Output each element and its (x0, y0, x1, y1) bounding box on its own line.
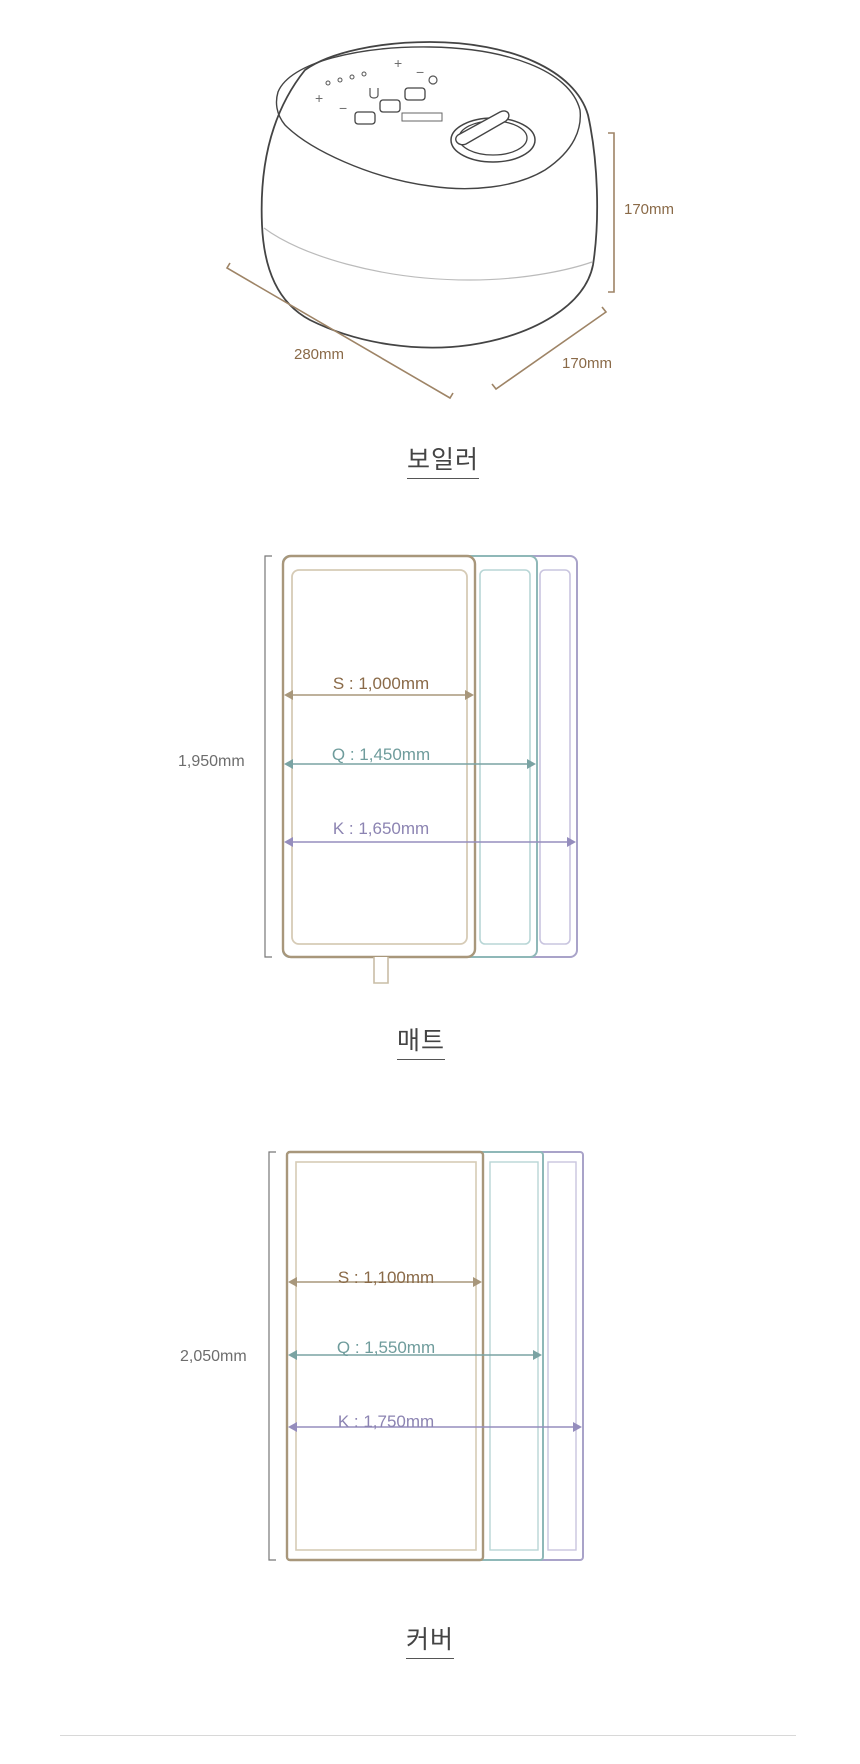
boiler-indicator (325, 80, 331, 86)
cover-q-arrowhead-left (288, 1350, 297, 1360)
mat-height-label: 1,950mm (178, 753, 245, 770)
cover-height-label: 2,050mm (180, 1348, 247, 1365)
boiler-plus-symbol-left: + (315, 90, 324, 106)
mat-cord (373, 957, 389, 984)
mat-king-inner (539, 569, 571, 945)
cover-queen-width-label: Q : 1,550mm (336, 1338, 436, 1357)
mat-k-arrowhead-left (284, 837, 293, 847)
mat-q-arrowhead-left (284, 759, 293, 769)
cover-single-outline (285, 1150, 485, 1562)
cover-single-width-label: S : 1,100mm (337, 1268, 435, 1287)
boiler-indicator (349, 74, 355, 80)
cover-king-inner (547, 1161, 577, 1551)
mat-queen-inner (479, 569, 531, 945)
cover-queen-inner (489, 1161, 539, 1551)
boiler-drawing (225, 41, 615, 400)
boiler-button-3 (404, 87, 426, 101)
boiler-plus-symbol-right: + (394, 55, 403, 71)
cover-k-arrowhead-left (288, 1422, 297, 1432)
cover-q-arrowhead-right (533, 1350, 542, 1360)
boiler-u-mark (369, 88, 379, 99)
mat-caption: 매트 (396, 1021, 446, 1060)
boiler-width-line (225, 262, 454, 400)
cover-k-arrowhead-right (573, 1422, 582, 1432)
boiler-minus-symbol-left: − (339, 100, 348, 116)
cover-s-arrowhead-right (473, 1277, 482, 1287)
boiler-caption: 보일러 (406, 440, 480, 479)
mat-q-arrowhead-right (527, 759, 536, 769)
boiler-button-2 (379, 99, 401, 113)
mat-drawing (264, 554, 578, 984)
cover-caption: 커버 (405, 1620, 455, 1659)
cover-s-arrowhead-left (288, 1277, 297, 1287)
mat-single-width-label: S : 1,000mm (332, 674, 430, 693)
boiler-body (260, 41, 599, 349)
boiler-width-label: 280mm (294, 346, 345, 363)
boiler-power-icon (428, 75, 438, 85)
boiler-band-line (263, 227, 593, 281)
cover-drawing (268, 1150, 584, 1562)
boiler-indicator (337, 77, 343, 83)
boiler-knob-handle (455, 110, 510, 146)
boiler-indicator (361, 71, 367, 77)
cover-king-width-label: K : 1,750mm (337, 1412, 435, 1431)
mat-queen-width-label: Q : 1,450mm (331, 745, 431, 764)
mat-king-width-label: K : 1,650mm (332, 819, 430, 838)
mat-k-arrowhead-right (567, 837, 576, 847)
mat-height-line (264, 555, 272, 958)
boiler-height-label: 170mm (624, 201, 675, 218)
boiler-top-panel (275, 46, 582, 190)
boiler-button-1 (354, 111, 376, 125)
boiler-height-line (608, 132, 615, 293)
boiler-display (401, 112, 443, 122)
boiler-depth-line (491, 306, 608, 391)
mat-s-arrowhead-right (465, 690, 474, 700)
boiler-depth-label: 170mm (562, 355, 613, 372)
boiler-minus-symbol-right: − (416, 64, 425, 80)
mat-single-inner (291, 569, 468, 945)
footer-divider (60, 1735, 796, 1736)
cover-height-line (268, 1151, 276, 1561)
mat-s-arrowhead-left (284, 690, 293, 700)
